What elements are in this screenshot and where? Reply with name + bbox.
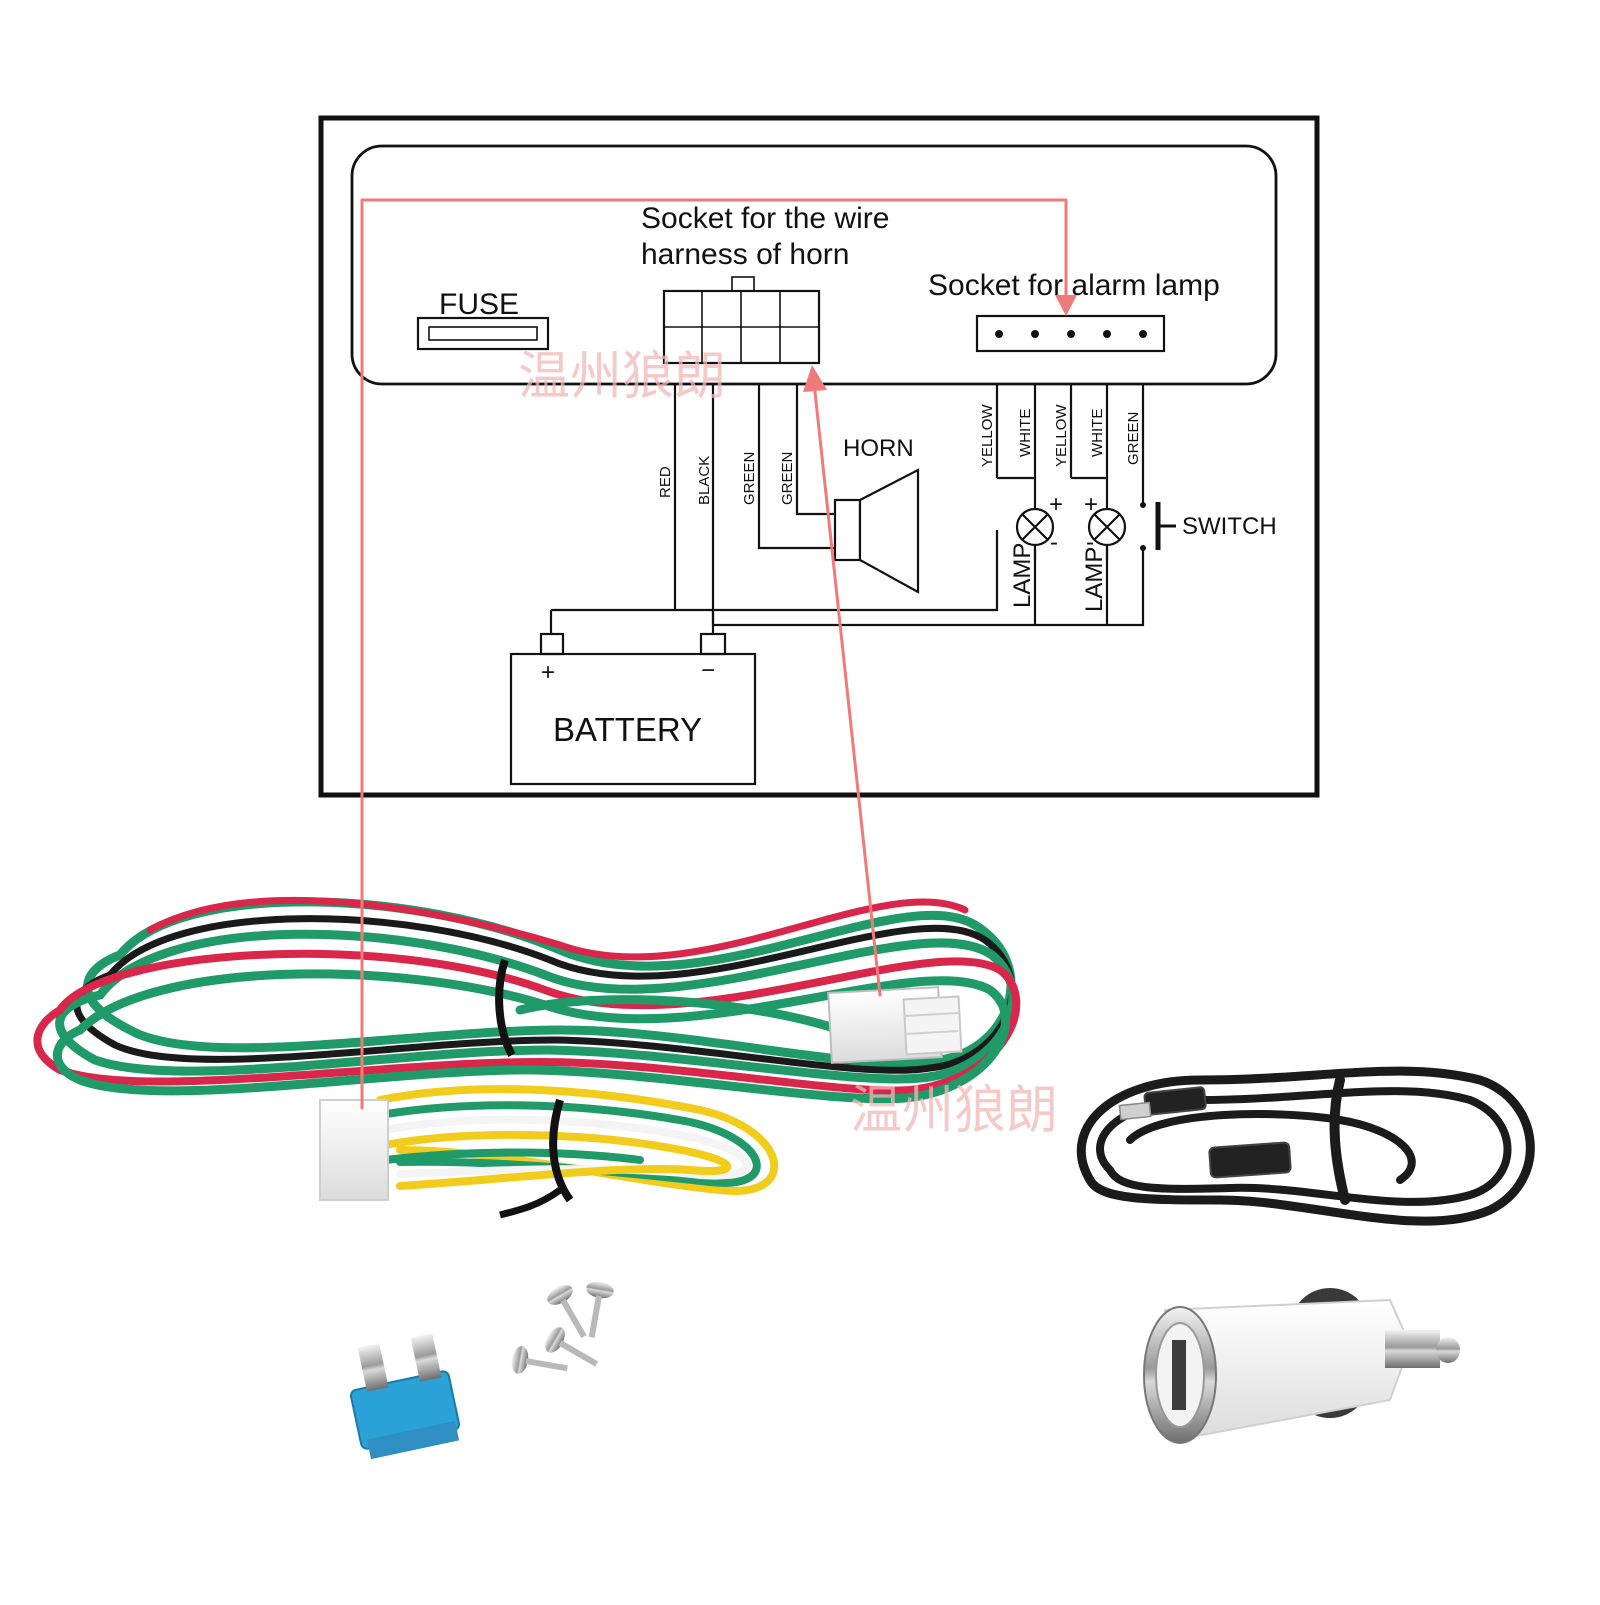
lamp-arrowhead-icon: [1055, 295, 1077, 316]
switch-label: SWITCH: [1182, 513, 1277, 540]
wiring-diagram: FUSE Socket for the wire harness of horn…: [318, 115, 1320, 798]
lamp-2-label: LAMP: [1081, 547, 1108, 612]
lamp-2-icon: [1087, 507, 1127, 560]
lamp-2-plus: +: [1084, 491, 1098, 518]
lamp-1-plus: +: [1049, 491, 1063, 518]
mounting-screws: [511, 1281, 614, 1374]
battery-minus: −: [701, 657, 715, 684]
horn-wiring: [549, 384, 1145, 634]
wire-label-red: RED: [657, 466, 674, 498]
horn-socket: [662, 276, 821, 365]
wire-label-green-2: GREEN: [779, 452, 796, 505]
usb-cable: [1076, 1066, 1535, 1226]
wire-label-white-2: WHITE: [1089, 409, 1106, 457]
lamp-1-minus: -: [1050, 529, 1058, 556]
watermark-2: 温州狼朗: [850, 1081, 1058, 1141]
wire-label-yellow-1: YELLOW: [979, 404, 996, 467]
wire-label-yellow-2: YELLOW: [1053, 404, 1070, 467]
guide-arrows: [360, 198, 1077, 1110]
watermark-1: 温州狼朗: [518, 347, 726, 407]
lamp-harness-arrow: [360, 198, 1068, 1110]
fuse-label: FUSE: [439, 288, 519, 321]
alarm-lamp-socket: [975, 314, 1166, 353]
switch-icon: [1140, 502, 1176, 551]
horn-arrowhead-icon: [803, 365, 827, 392]
horn-label: HORN: [843, 435, 914, 462]
battery-label: BATTERY: [553, 711, 702, 748]
battery-plus: +: [541, 659, 555, 686]
lamp-1-label: LAMP: [1009, 543, 1036, 608]
wire-label-green-1: GREEN: [741, 452, 758, 505]
lamp-1-icon: [1015, 507, 1055, 560]
horn-harness-arrow: [813, 390, 882, 997]
horn-speaker-icon: [833, 468, 920, 594]
horn-harness-connector: [827, 986, 963, 1064]
socket-horn-label-line2: harness of horn: [641, 238, 849, 271]
socket-horn-label-line1: Socket for the wire: [641, 202, 889, 235]
fuse-slot: [416, 316, 550, 351]
battery-icon: [509, 632, 757, 786]
lamp-harness-connector: [319, 1099, 389, 1201]
car-usb-charger: [1143, 1288, 1460, 1444]
lamp-2-minus: -: [1086, 529, 1094, 556]
wire-label-white-1: WHITE: [1017, 409, 1034, 457]
wire-label-black: BLACK: [696, 456, 713, 505]
blade-fuse: [349, 1333, 461, 1460]
diagram-frame: [318, 115, 1320, 798]
horn-wire-harness: [33, 897, 1021, 1104]
lamp-wiring: [995, 384, 1145, 508]
wire-label-green-3: GREEN: [1125, 412, 1142, 465]
lamp-wire-harness: [319, 1085, 779, 1219]
